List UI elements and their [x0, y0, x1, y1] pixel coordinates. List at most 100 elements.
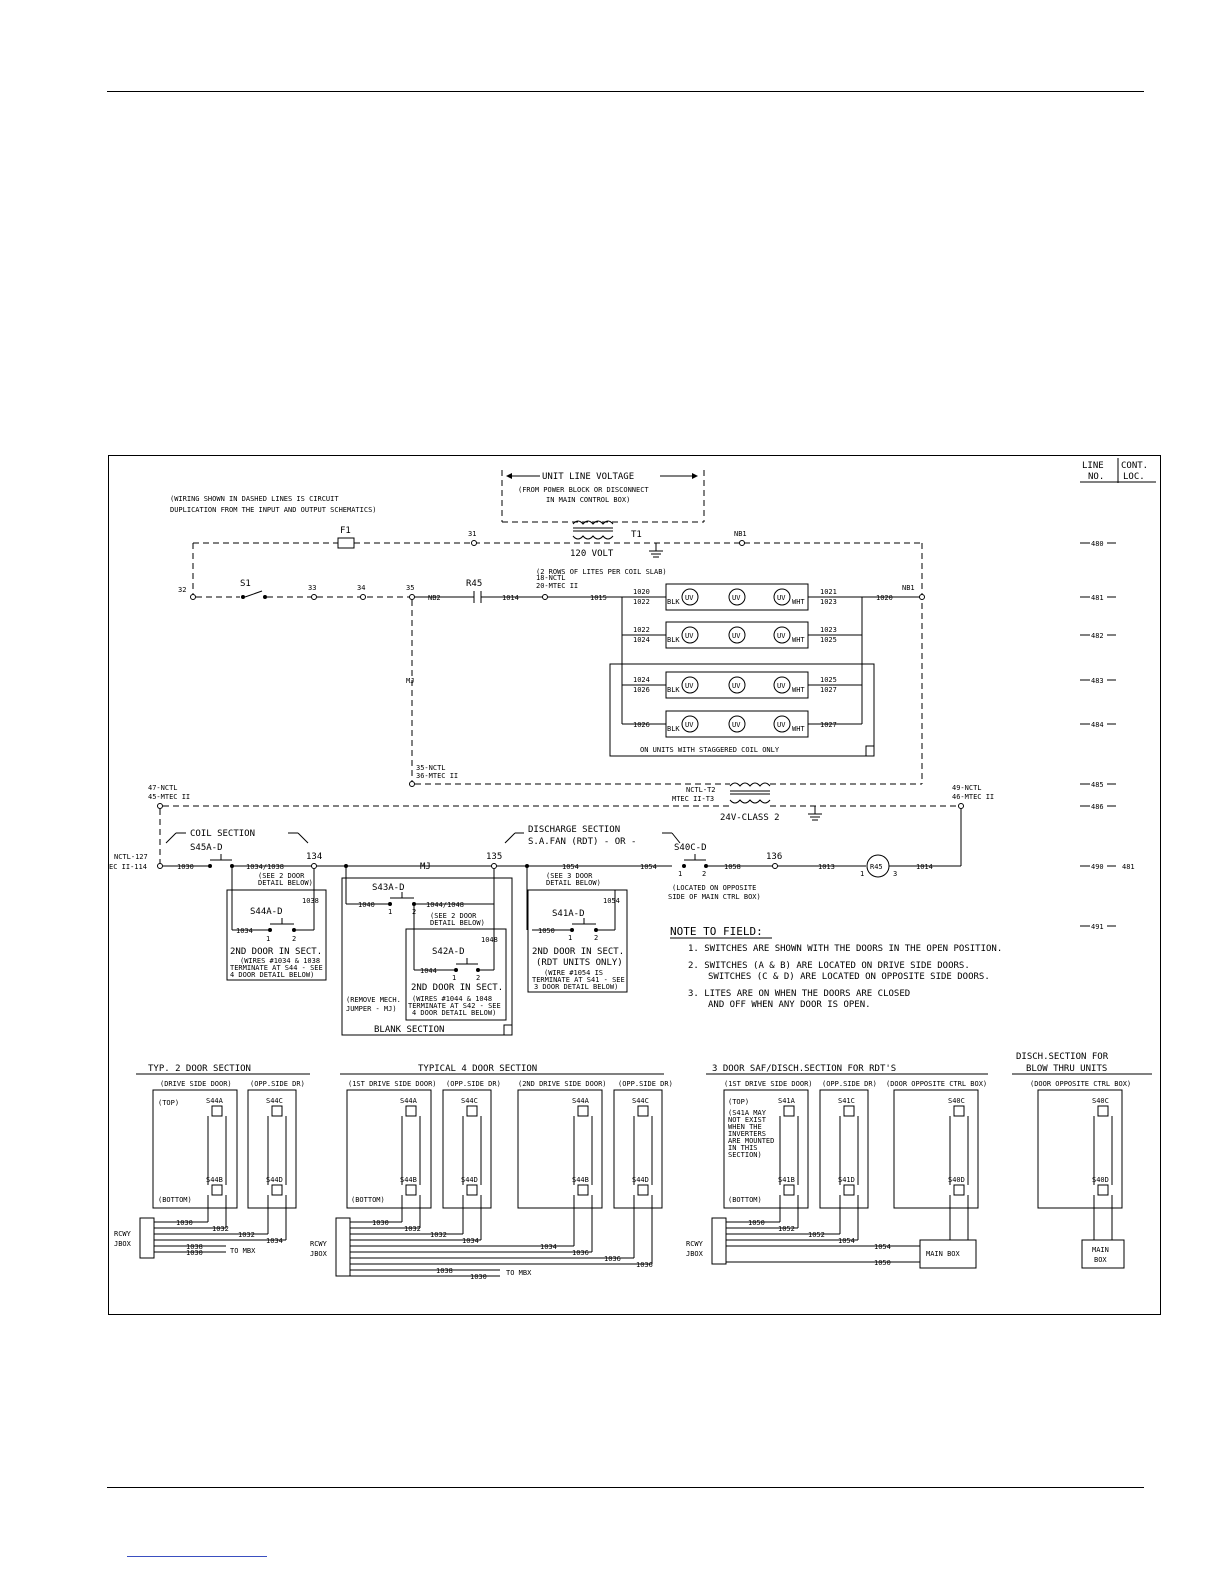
typ4-w1032: 1032	[404, 1225, 421, 1233]
typ4-s44d-2: S44D	[632, 1176, 649, 1184]
typ2-rcwy: RCWY	[114, 1230, 132, 1238]
terminal-134: 134	[306, 852, 322, 862]
see3-note-2: DETAIL BELOW)	[546, 879, 601, 887]
typ4-to-mbx: TO MBX	[506, 1269, 532, 1277]
door3-door-opp: (DOOR OPPOSITE CTRL BOX)	[886, 1080, 987, 1088]
terminal-33: 33	[308, 584, 316, 592]
typ4-bottom: (BOTTOM)	[351, 1196, 385, 1204]
row1-wire-r2: 1023	[820, 598, 837, 606]
typ4-opp-2: (OPP.SIDE DR)	[618, 1080, 673, 1088]
typ2-s44a: S44A	[206, 1097, 224, 1105]
typ4-w1032b: 1032	[430, 1231, 447, 1239]
typ2-s44c: S44C	[266, 1097, 283, 1105]
s40-pin-2: 2	[702, 870, 706, 878]
cont-header-1: CONT.	[1121, 461, 1148, 471]
row3-wht: WHT	[792, 686, 805, 694]
s41-label: S41A-D	[552, 909, 585, 919]
blank-section-box: BLANK SECTION 1040 S43A-D 1 2 1044/1048 …	[341, 866, 513, 1036]
wire-1054-b: 1054	[640, 863, 657, 871]
typ4-jbox: JBOX	[310, 1250, 328, 1258]
s44-door2: 2ND DOOR IN SECT.	[230, 947, 322, 957]
staggered-note: ON UNITS WITH STAGGERED COIL ONLY	[640, 746, 780, 754]
wire-1013: 1013	[818, 863, 835, 871]
door3-w1050b: 1050	[874, 1259, 891, 1267]
note-to-field: NOTE TO FIELD: 1. SWITCHES ARE SHOWN WIT…	[670, 925, 1002, 1010]
uv-label: UV	[685, 682, 694, 690]
line-no-490: 490	[1091, 863, 1104, 871]
ref-nctl-127: NCTL-127	[114, 853, 148, 861]
s44-wire-1034: 1034	[236, 927, 253, 935]
typ4-s44a-1: S44A	[400, 1097, 418, 1105]
row1-wire-l2: 1022	[633, 598, 650, 606]
typ2-w1030b: 1030	[186, 1249, 203, 1257]
ref-ec-114: EC II-114	[109, 863, 147, 871]
door3-note-1: (S41A MAY	[728, 1109, 767, 1117]
s42-pin-1: 1	[452, 974, 456, 982]
class2-label: 24V-CLASS 2	[720, 813, 780, 823]
remove-note-2: JUMPER - MJ)	[346, 1005, 397, 1013]
s43-see2-2: DETAIL BELOW)	[430, 919, 485, 927]
staggered-coil-box	[609, 663, 875, 757]
door3-bottom: (BOTTOM)	[728, 1196, 762, 1204]
footer-link-line[interactable]	[127, 1556, 267, 1557]
wire-1020: 1015	[590, 594, 607, 602]
typ4-w1034: 1034	[462, 1237, 479, 1245]
door3-title: 3 DOOR SAF/DISCH.SECTION FOR RDT'S	[712, 1064, 896, 1074]
note-3a: 3. LITES ARE ON WHEN THE DOORS ARE CLOSE…	[688, 989, 910, 999]
typ4-s44b-1: S44B	[400, 1176, 417, 1184]
typ4-w1036c: 1036	[636, 1261, 653, 1269]
terminal-35: 35	[406, 584, 414, 592]
s41-wire-1054: 1054	[603, 897, 620, 905]
t1-label: T1	[631, 530, 642, 540]
mj-label: MJ	[406, 677, 414, 685]
uv-label: UV	[732, 721, 741, 729]
note-2b: SWITCHES (C & D) ARE LOCATED ON OPPOSITE…	[708, 972, 990, 982]
s44-note-1: (WIRES #1034 & 1038	[240, 957, 320, 965]
door3-s41d: S41D	[838, 1176, 855, 1184]
door3-note-5: ARE MOUNTED	[728, 1137, 774, 1145]
door3-w1054: 1054	[838, 1237, 855, 1245]
lites-rows-note: (2 ROWS OF LITES PER COIL SLAB)	[536, 568, 667, 576]
wire-1030: 1030	[177, 863, 194, 871]
typ2-s44b: S44B	[206, 1176, 223, 1184]
line-490: NCTL-127 EC II-114 1030 S45A-D 1034/1038…	[109, 809, 962, 901]
blowthru-title-1: DISCH.SECTION FOR	[1016, 1052, 1109, 1062]
ref-20-mtec: 20-MTEC II	[536, 582, 578, 590]
note-1: 1. SWITCHES ARE SHOWN WITH THE DOORS IN …	[688, 944, 1002, 954]
uv-lamp-icon	[681, 715, 699, 733]
line-header-1: LINE	[1082, 461, 1104, 471]
ref-46-mtec: 46-MTEC II	[952, 793, 994, 801]
typ2-s44d: S44D	[266, 1176, 283, 1184]
typ4-w1038: 1038	[436, 1267, 453, 1275]
s44-wire-1038: 1038	[302, 897, 319, 905]
detail-3-door: 3 DOOR SAF/DISCH.SECTION FOR RDT'S (1ST …	[686, 1064, 988, 1269]
s40-pin-1: 1	[678, 870, 682, 878]
door3-s40d: S40D	[948, 1176, 965, 1184]
s44-label: S44A-D	[250, 907, 283, 917]
wire-1058: 1058	[724, 863, 741, 871]
door3-w1052b: 1052	[808, 1231, 825, 1239]
door3-s41a: S41A	[778, 1097, 796, 1105]
typ4-w1030b: 1030	[470, 1273, 487, 1281]
discharge-section-sub: S.A.FAN (RDT) - OR -	[528, 837, 636, 847]
line-no-485: 485	[1091, 781, 1104, 789]
s44-pin-2: 2	[292, 935, 296, 943]
cont-header-2: LOC.	[1123, 472, 1145, 482]
uv-lamp-icon	[681, 626, 699, 644]
transformer-t2: NCTL-T2 MTEC II-T3 24V-CLASS 2	[672, 782, 822, 823]
s44-note-3: 4 DOOR DETAIL BELOW)	[230, 971, 314, 979]
row2-wire-l1: 1022	[633, 626, 650, 634]
note-3b: AND OFF WHEN ANY DOOR IS OPEN.	[708, 1000, 871, 1010]
line-no-480: 480	[1091, 540, 1104, 548]
typ4-w1034b: 1034	[540, 1243, 557, 1251]
uv-lamp-icon	[728, 626, 746, 644]
wire-1015: 1014	[502, 594, 519, 602]
door3-w1054b: 1054	[874, 1243, 891, 1251]
s44-detail-box: 1038 S44A-D 1034 1 2 2ND DOOR IN SECT. (…	[226, 866, 327, 981]
note-title: NOTE TO FIELD:	[670, 925, 763, 938]
ref-36-mtec: 36-MTEC II	[416, 772, 458, 780]
uv-lamp-icon	[728, 715, 746, 733]
voltage-label: 120 VOLT	[570, 549, 614, 559]
uv-lamp-icon	[681, 588, 699, 606]
s40-label: S40C-D	[674, 843, 707, 853]
